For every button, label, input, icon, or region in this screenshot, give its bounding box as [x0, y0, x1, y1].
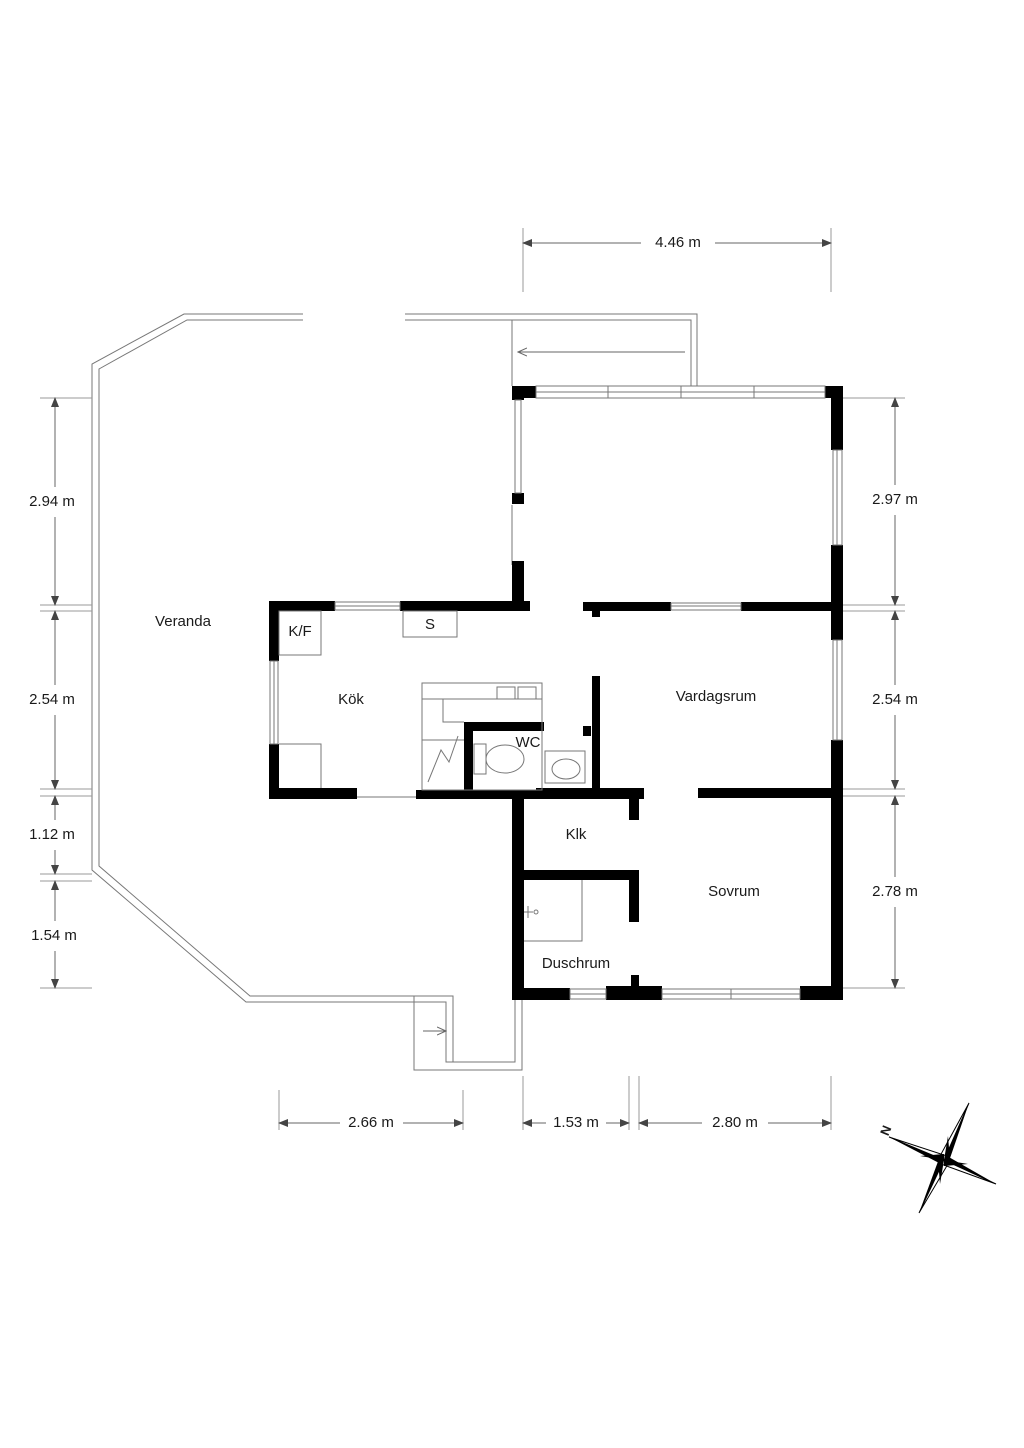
dimension-left: 2.94 m 2.54 m 1.12 m 1.54 m	[29, 397, 92, 989]
room-label-kok: Kök	[338, 691, 364, 708]
room-label-s: S	[425, 616, 435, 633]
dimension-bottom-2: 1.53 m	[553, 1114, 599, 1131]
dimension-right-1: 2.97 m	[872, 491, 918, 508]
room-label-klk: Klk	[566, 826, 587, 843]
dimension-left-1: 2.94 m	[29, 493, 75, 510]
dimension-bottom-1: 2.66 m	[348, 1114, 394, 1131]
room-label-duschrum: Duschrum	[542, 955, 610, 972]
room-label-veranda: Veranda	[155, 613, 212, 630]
dimension-right-3: 2.78 m	[872, 883, 918, 900]
veranda-outline	[91, 313, 698, 1071]
dimension-top-label: 4.46 m	[655, 234, 701, 251]
dimension-left-3: 1.12 m	[29, 826, 75, 843]
toilet-icon	[473, 743, 525, 775]
walls	[269, 386, 843, 1000]
sink-icon	[544, 750, 586, 784]
dimension-right: 2.97 m 2.54 m 2.78 m	[843, 397, 918, 989]
room-label-wc: WC	[516, 734, 541, 751]
compass-north-label: N	[877, 1123, 894, 1137]
dimension-left-4: 1.54 m	[31, 927, 77, 944]
dimension-top: 4.46 m	[522, 228, 832, 292]
shower-fixture	[524, 880, 583, 942]
room-label-kf: K/F	[288, 623, 311, 640]
dimension-bottom: 2.66 m 1.53 m 2.80 m	[278, 1076, 832, 1131]
dimension-bottom-3: 2.80 m	[712, 1114, 758, 1131]
dimension-left-2: 2.54 m	[29, 691, 75, 708]
room-label-sovrum: Sovrum	[708, 883, 760, 900]
windows	[269, 385, 843, 1000]
compass-rose-icon: N	[877, 1102, 997, 1214]
kitchen-fixtures	[278, 610, 543, 791]
dimension-right-2: 2.54 m	[872, 691, 918, 708]
room-label-vardagsrum: Vardagsrum	[676, 688, 757, 705]
